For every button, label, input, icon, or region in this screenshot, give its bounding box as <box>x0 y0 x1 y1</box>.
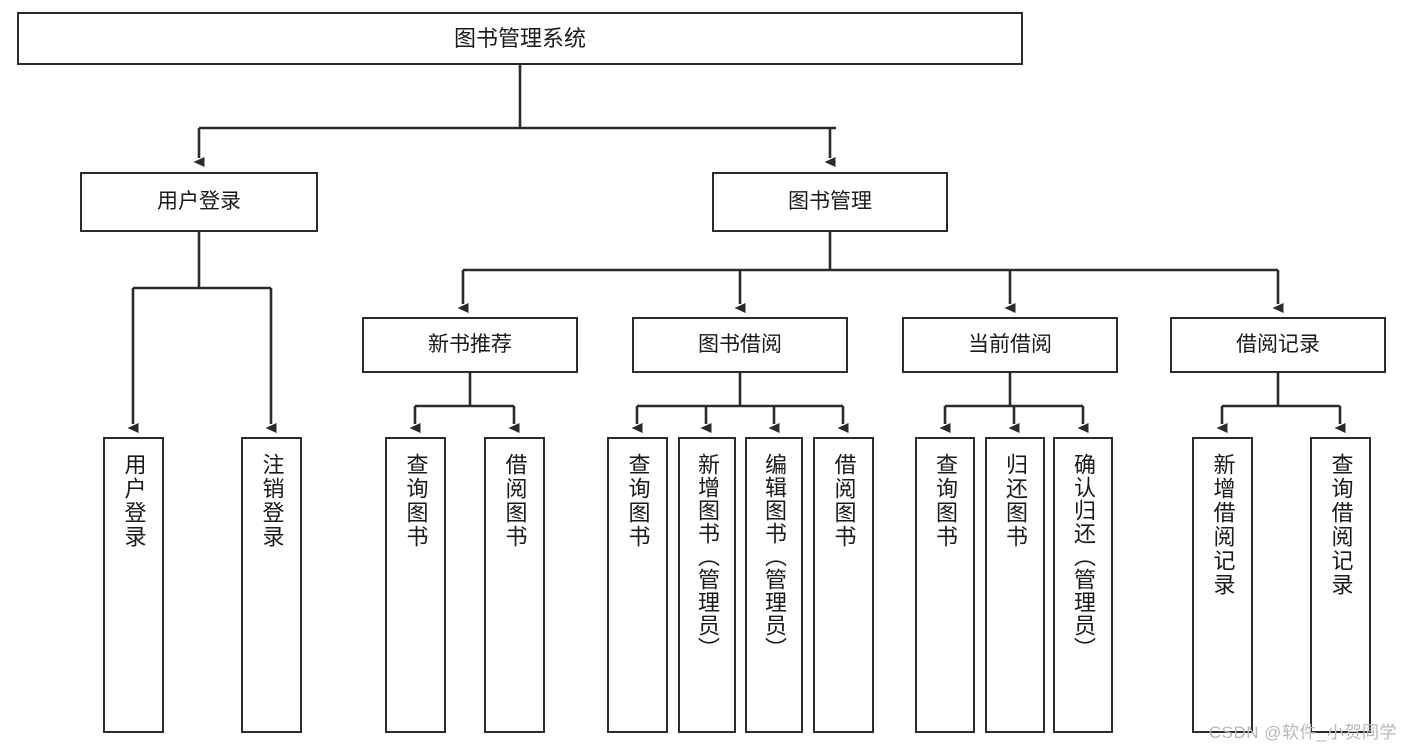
node-new-book-recommendation[interactable]: 新书推荐 <box>362 317 578 373</box>
node-leaf-query-book-borrow[interactable]: 查询图书 <box>607 437 668 733</box>
node-leaf-query-borrow-record[interactable]: 查询借阅记录 <box>1310 437 1371 733</box>
node-label: 查询图书 <box>625 453 651 549</box>
node-user-login[interactable]: 用户登录 <box>80 172 318 232</box>
node-label: 归还图书 <box>1003 453 1028 549</box>
node-leaf-user-login[interactable]: 用户登录 <box>103 437 164 733</box>
node-label: 注销登录 <box>259 453 285 549</box>
node-label: 查询图书 <box>933 453 958 549</box>
node-label: 查询借阅记录 <box>1328 453 1354 597</box>
node-label: 图书管理系统 <box>453 25 586 51</box>
node-leaf-edit-book-admin[interactable]: 编辑图书（管理员） <box>745 437 803 733</box>
node-leaf-borrow-book[interactable]: 借阅图书 <box>813 437 874 733</box>
node-label: 新增借阅记录 <box>1210 453 1236 597</box>
node-leaf-return-book[interactable]: 归还图书 <box>985 437 1045 733</box>
node-label: 新书推荐 <box>428 332 512 356</box>
node-label: 确认归还（管理员） <box>1071 453 1096 660</box>
node-label: 用户登录 <box>121 453 147 549</box>
node-label: 新增图书（管理员） <box>695 453 720 660</box>
node-label: 图书管理 <box>788 189 872 213</box>
node-root-book-management-system[interactable]: 图书管理系统 <box>17 12 1023 65</box>
node-leaf-borrow-book-new[interactable]: 借阅图书 <box>484 437 545 733</box>
node-book-borrowing[interactable]: 图书借阅 <box>632 317 848 373</box>
node-leaf-add-borrow-record[interactable]: 新增借阅记录 <box>1192 437 1253 733</box>
csdn-watermark: CSDN @软件_小贺同学 <box>1208 723 1397 742</box>
node-label: 借阅记录 <box>1236 332 1320 356</box>
node-label: 借阅图书 <box>502 453 528 549</box>
node-book-management[interactable]: 图书管理 <box>712 172 948 232</box>
node-label: 查询图书 <box>403 453 429 549</box>
node-leaf-confirm-return-admin[interactable]: 确认归还（管理员） <box>1053 437 1113 733</box>
node-leaf-add-book-admin[interactable]: 新增图书（管理员） <box>678 437 736 733</box>
node-label: 借阅图书 <box>831 453 857 549</box>
node-label: 当前借阅 <box>968 332 1052 356</box>
node-leaf-query-book-new[interactable]: 查询图书 <box>385 437 446 733</box>
node-leaf-logout[interactable]: 注销登录 <box>241 437 302 733</box>
node-leaf-query-book-current[interactable]: 查询图书 <box>915 437 975 733</box>
node-label: 用户登录 <box>157 189 241 213</box>
node-label: 编辑图书（管理员） <box>762 453 787 660</box>
node-borrowing-record[interactable]: 借阅记录 <box>1170 317 1386 373</box>
node-current-borrowing[interactable]: 当前借阅 <box>902 317 1118 373</box>
node-label: 图书借阅 <box>698 332 782 356</box>
